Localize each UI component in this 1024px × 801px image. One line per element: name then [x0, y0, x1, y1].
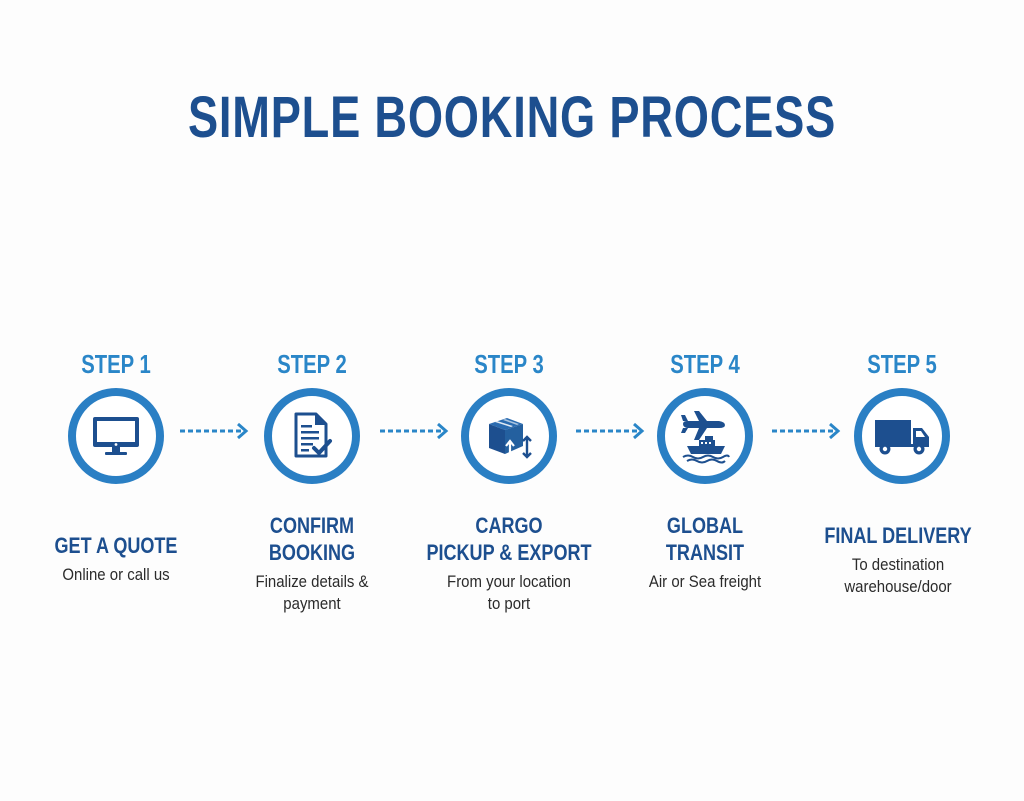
step-description: Air or Sea freight [648, 572, 762, 591]
step-icon-circle [657, 388, 753, 484]
step-title: FINAL DELIVERY [824, 523, 972, 548]
step-label: STEP 3 [474, 349, 544, 379]
step-title-line-2: TRANSIT [665, 540, 745, 565]
step-2: STEP 2 [212, 348, 412, 484]
step-icon-circle [854, 388, 950, 484]
step-label: STEP 4 [670, 349, 740, 379]
airplane-icon [681, 411, 725, 440]
delivery-truck-icon [875, 420, 929, 455]
dotted-arrow-right-icon [380, 422, 449, 440]
dotted-arrow-right-icon [772, 422, 841, 440]
step-title-line-1: CONFIRM [269, 513, 355, 538]
step-description-line-1: Finalize details & [255, 572, 369, 591]
step-description-line-2: payment [283, 594, 341, 613]
step-icon-circle [461, 388, 557, 484]
ship-icon [687, 436, 725, 454]
step-title-line-1: CARGO [475, 513, 543, 538]
step-label: STEP 2 [277, 349, 347, 379]
step-4-text: GLOBAL TRANSIT Air or Sea freight [595, 512, 815, 593]
step-title-line-1: GLOBAL [666, 513, 744, 538]
step-description-line-1: From your location [447, 572, 571, 591]
desktop-monitor-icon [93, 417, 139, 455]
step-1: STEP 1 [16, 348, 216, 484]
step-label: STEP 1 [81, 349, 151, 379]
step-5: STEP 5 [802, 348, 1002, 484]
step-description-line-1: To destination [851, 555, 945, 574]
cargo-box-arrows-icon [489, 418, 532, 459]
dotted-arrow-right-icon [180, 422, 249, 440]
dotted-arrow-right-icon [576, 422, 645, 440]
step-label: STEP 5 [867, 349, 937, 379]
step-icon-circle [264, 388, 360, 484]
document-checkmark-icon [294, 412, 332, 458]
step-description-line-2: to port [487, 594, 531, 613]
airplane-ship-icon [681, 411, 730, 464]
step-3: STEP 3 [409, 348, 609, 484]
step-5-text: FINAL DELIVERY To destination warehouse/… [788, 522, 1008, 598]
step-title-line-2: PICKUP & EXPORT [426, 540, 592, 565]
step-title-line-2: BOOKING [268, 540, 356, 565]
step-2-text: CONFIRM BOOKING Finalize details & payme… [202, 512, 422, 615]
page-title: SIMPLE BOOKING PROCESS [187, 85, 837, 150]
step-description-line-2: warehouse/door [844, 577, 952, 596]
step-3-text: CARGO PICKUP & EXPORT From your location… [399, 512, 619, 615]
step-icon-circle [68, 388, 164, 484]
step-4: STEP 4 [605, 348, 805, 484]
step-1-text: GET A QUOTE Online or call us [6, 532, 226, 586]
step-title: GET A QUOTE [54, 533, 178, 558]
step-description: Online or call us [62, 565, 170, 584]
